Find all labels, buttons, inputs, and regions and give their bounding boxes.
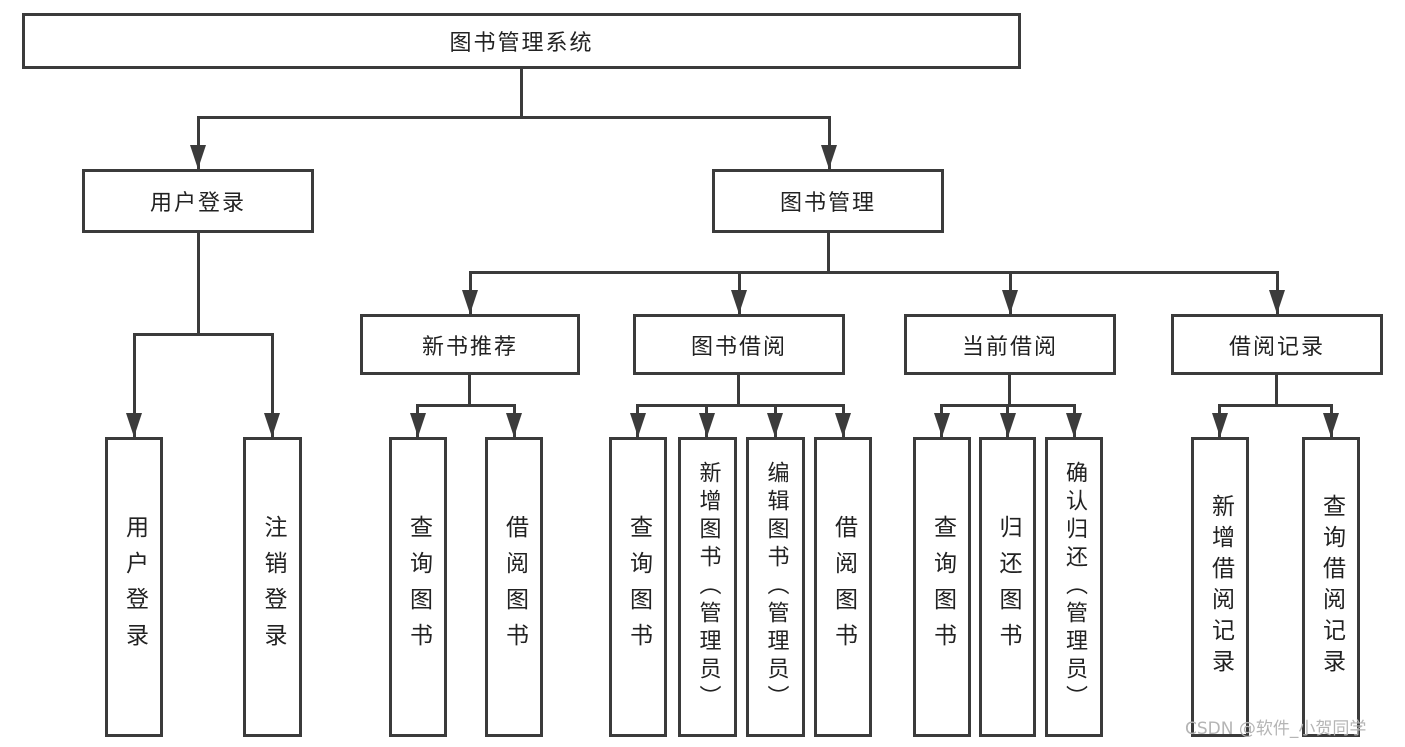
connector-userlogin-stub [197, 233, 200, 335]
node-label: 当前借阅 [961, 334, 1058, 360]
connector-stem-leaf [271, 333, 274, 437]
leaf-label: 用户登录 [121, 515, 148, 659]
arrowhead-down-icon [1066, 413, 1082, 437]
leaf-query-books-recommend: 查询图书 [389, 437, 447, 737]
connector-bookborrow-bar [636, 404, 845, 407]
arrowhead-down-icon [190, 145, 206, 169]
node-label: 借阅记录 [1228, 334, 1325, 360]
arrowhead-down-icon [1002, 290, 1018, 314]
leaf-add-borrow-record: 新增借阅记录 [1191, 437, 1249, 737]
arrowhead-down-icon [731, 290, 747, 314]
leaf-label: 注销登录 [260, 515, 286, 659]
node-user-login: 用户登录 [82, 169, 314, 233]
arrowhead-down-icon [835, 413, 851, 437]
connector-records-bar [1218, 404, 1333, 407]
node-new-book-recommend: 新书推荐 [360, 314, 580, 375]
node-label: 新书推荐 [421, 334, 518, 360]
arrowhead-down-icon [126, 413, 142, 437]
csdn-watermark: CSDN @软件_小贺同学 [1185, 719, 1367, 739]
node-label: 用户登录 [149, 191, 246, 216]
node-book-management: 图书管理 [712, 169, 944, 233]
node-library-system: 图书管理系统 [22, 13, 1021, 69]
connector-bookborrow-stub [737, 375, 740, 406]
arrowhead-down-icon [934, 413, 950, 437]
leaf-label: 查询图书 [405, 515, 432, 659]
leaf-borrow-books-recommend: 借阅图书 [485, 437, 543, 737]
leaf-label: 归还图书 [995, 515, 1021, 659]
leaf-label: 查询图书 [929, 515, 956, 659]
leaf-query-borrow-record: 查询借阅记录 [1302, 437, 1360, 737]
leaf-label: 查询图书 [625, 515, 652, 659]
connector-currentborrow-stub [1008, 375, 1011, 406]
node-label: 图书管理系统 [449, 31, 594, 56]
leaf-label: 查询借阅记录 [1318, 494, 1345, 680]
arrowhead-down-icon [1269, 290, 1285, 314]
arrowhead-down-icon [630, 413, 646, 437]
node-label: 图书管理 [779, 191, 876, 216]
arrowhead-down-icon [462, 290, 478, 314]
arrowhead-down-icon [506, 413, 522, 437]
leaf-label: 确认归还（管理员） [1062, 461, 1087, 713]
leaf-label: 借阅图书 [830, 515, 857, 659]
leaf-confirm-return-admin: 确认归还（管理员） [1045, 437, 1103, 737]
arrowhead-down-icon [699, 413, 715, 437]
leaf-edit-books-admin: 编辑图书（管理员） [746, 437, 805, 737]
node-label: 图书借阅 [690, 334, 787, 360]
arrowhead-down-icon [264, 413, 280, 437]
arrowhead-down-icon [1000, 413, 1016, 437]
leaf-query-books-borrowing: 查询图书 [609, 437, 667, 737]
connector-root-bar [197, 116, 831, 119]
leaf-add-books-admin: 新增图书（管理员） [678, 437, 737, 737]
arrowhead-down-icon [767, 413, 783, 437]
arrowhead-down-icon [1323, 413, 1339, 437]
connector-root-stub [520, 69, 523, 119]
connector-bookmgmt-stub [827, 233, 830, 274]
leaf-label: 编辑图书（管理员） [763, 461, 789, 713]
leaf-label: 新增借阅记录 [1207, 494, 1234, 680]
leaf-return-books: 归还图书 [979, 437, 1036, 737]
node-borrowing-records: 借阅记录 [1171, 314, 1383, 375]
connector-bookmgmt-bar [469, 271, 1279, 274]
connector-records-stub [1275, 375, 1278, 406]
leaf-label: 借阅图书 [501, 515, 528, 659]
leaf-borrow-books: 借阅图书 [814, 437, 872, 737]
leaf-label: 新增图书（管理员） [695, 461, 721, 713]
leaf-query-books-current: 查询图书 [913, 437, 971, 737]
arrowhead-down-icon [821, 145, 837, 169]
connector-newbook-bar [416, 404, 516, 407]
connector-newbook-stub [468, 375, 471, 406]
leaf-user-login: 用户登录 [105, 437, 163, 737]
connector-stem-user-login [197, 116, 200, 169]
node-current-borrowing: 当前借阅 [904, 314, 1116, 375]
connector-userlogin-bar [133, 333, 274, 336]
connector-stem-leaf [133, 333, 136, 437]
leaf-logout: 注销登录 [243, 437, 302, 737]
connector-stem-book-management [828, 116, 831, 169]
node-book-borrowing: 图书借阅 [633, 314, 845, 375]
arrowhead-down-icon [1212, 413, 1228, 437]
arrowhead-down-icon [410, 413, 426, 437]
